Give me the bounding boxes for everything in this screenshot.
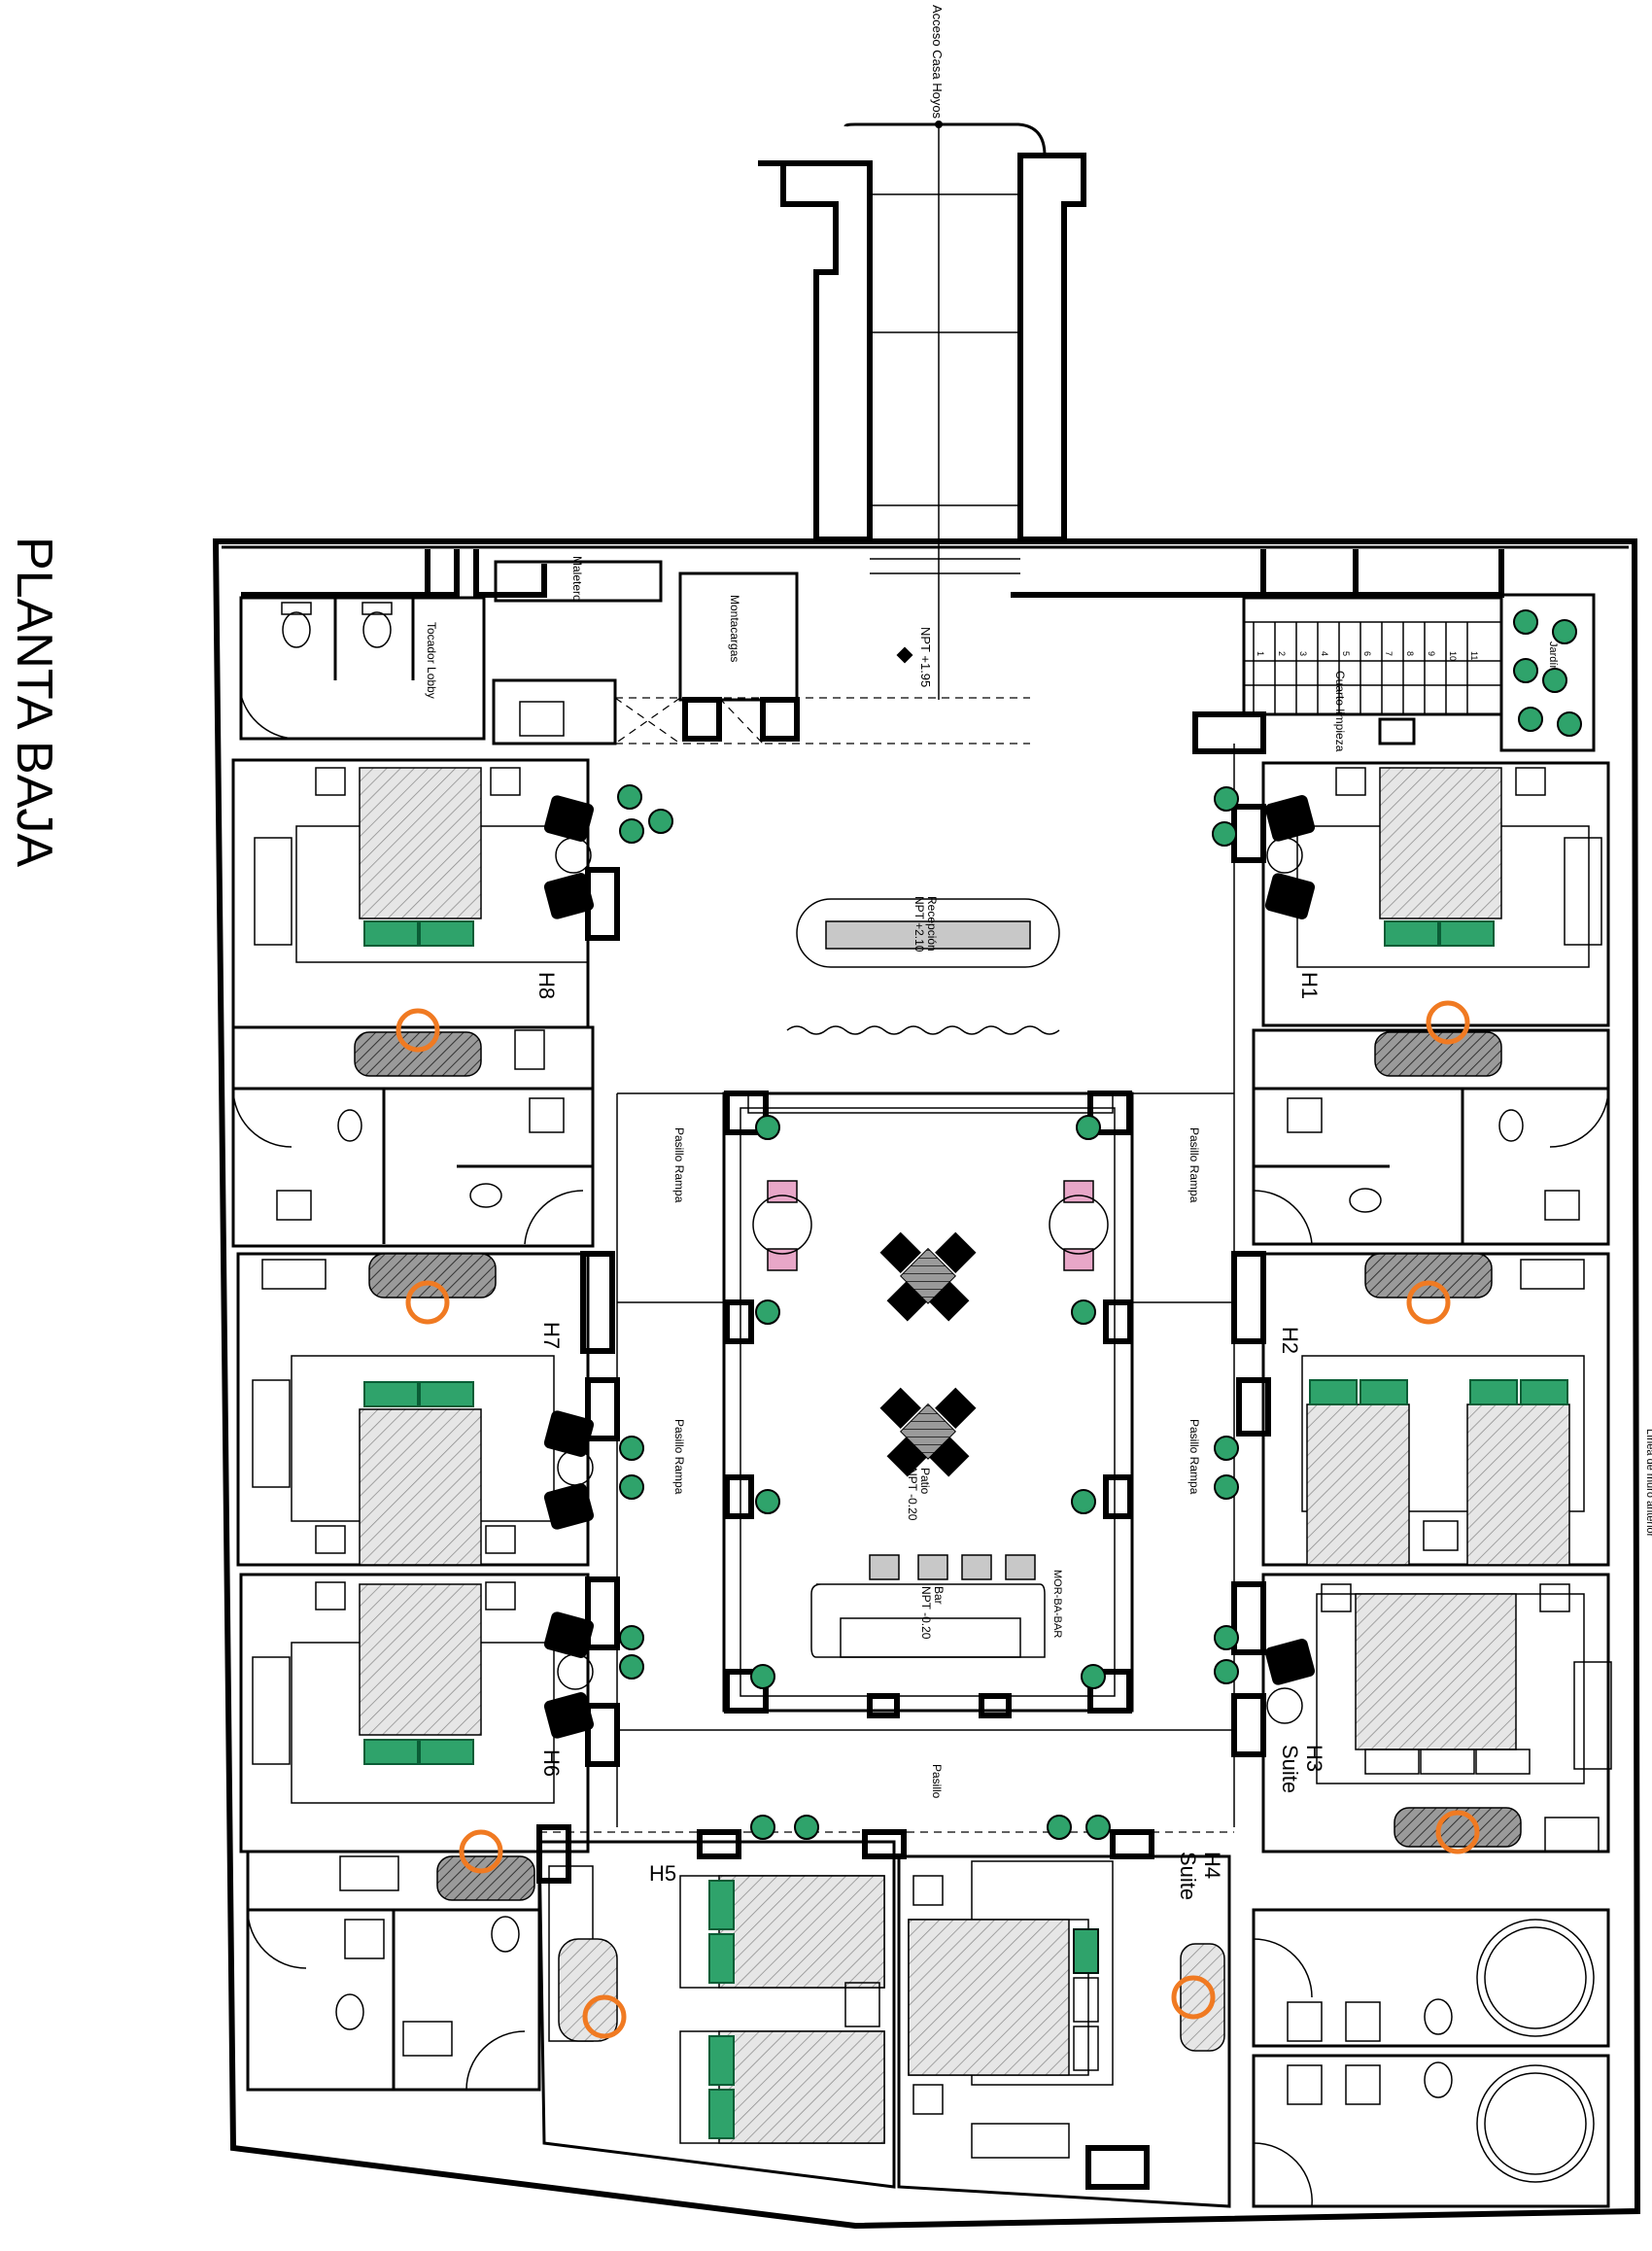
plant-icon <box>1557 711 1582 737</box>
garden-label: Jardín <box>1547 641 1559 672</box>
plant-icon <box>1214 1474 1239 1500</box>
plant-icon <box>1214 1659 1239 1684</box>
cleaning-label: Cuarto limpieza <box>1333 671 1347 752</box>
plant-icon <box>1071 1489 1096 1514</box>
room-h5: H5 <box>537 1829 907 2189</box>
plant-icon <box>1085 1815 1111 1840</box>
plant-icon <box>1214 1436 1239 1461</box>
plant-icon <box>648 809 673 834</box>
plant-icon <box>1513 609 1538 635</box>
ramp-hall-left-2: Pasillo Rampa <box>672 1419 686 1495</box>
stair: 1 2 3 4 5 6 7 8 9 10 11 Cuarto limpieza <box>1192 596 1503 754</box>
plant-icon <box>1513 658 1538 683</box>
room-h6-label: H6 <box>539 1749 564 1777</box>
room-h3-sub: Suite <box>1278 1745 1302 1793</box>
valet-room: Maletero <box>492 556 663 745</box>
garden: Jardín <box>1499 593 1596 752</box>
room-h3-suite: H3 Suite <box>1231 1573 1612 1854</box>
room-h7-label: H7 <box>539 1322 564 1349</box>
plant-icon <box>1212 821 1237 847</box>
room-h7: H7 <box>236 1251 620 1567</box>
freight-lift: Montacargas <box>614 571 1030 745</box>
plant-icon <box>1071 1299 1096 1325</box>
room-h2: H2 <box>1231 1251 1610 1567</box>
plant-icon <box>617 784 642 810</box>
plant-icon <box>619 818 644 844</box>
room-h1: H1 <box>1231 761 1610 1027</box>
freight-lift-label: Montacargas <box>728 595 741 662</box>
room-h3-label: H3 <box>1302 1745 1326 1772</box>
plant-icon <box>1076 1115 1101 1140</box>
plant-icon <box>1214 1625 1239 1650</box>
reception: Recepción NPT +2.10 <box>786 896 1060 1035</box>
bath-h6 <box>246 1824 571 2092</box>
plants <box>617 609 1582 1840</box>
reception-label: Recepción <box>925 896 939 952</box>
entrance-corridor: Acceso Casa Hoyos NPT +1.95 <box>758 5 1086 700</box>
lobby-toilets: Tocador Lobby <box>239 596 486 741</box>
plan-title: PLANTA BAJA <box>6 537 62 867</box>
room-h8: H8 <box>231 758 620 1029</box>
entry-level: NPT +1.95 <box>918 627 933 687</box>
plant-icon <box>794 1815 819 1840</box>
lobby-toilet-label: Tocador Lobby <box>425 622 438 699</box>
room-h1-label: H1 <box>1297 972 1322 999</box>
wall-note: Línea de muro anterior <box>1644 1429 1652 1538</box>
stair-step-number: 2 <box>1277 651 1287 656</box>
plant-icon <box>619 1436 644 1461</box>
stair-step-number: 8 <box>1405 651 1415 656</box>
stair-step-number: 4 <box>1320 651 1329 656</box>
bar-level: NPT -0.20 <box>919 1586 933 1640</box>
plant-icon <box>1047 1815 1072 1840</box>
ramp-hall-left-1: Pasillo Rampa <box>672 1127 686 1203</box>
stair-step-number: 10 <box>1448 651 1458 661</box>
ramp-hall-right-1: Pasillo Rampa <box>1187 1127 1201 1203</box>
plant-icon <box>1552 619 1577 644</box>
patio: Patio NPT -0.20 Bar NPT -0.20 MOR-BA-BAR <box>722 1091 1134 1718</box>
room-h4-sub: Suite <box>1176 1852 1200 1900</box>
stair-step-number: 3 <box>1298 651 1308 656</box>
room-h4-suite: H4 Suite <box>897 1829 1231 2208</box>
ramp-hall-right-2: Pasillo Rampa <box>1187 1419 1201 1495</box>
plant-icon <box>750 1664 775 1689</box>
plant-icon <box>1214 786 1239 812</box>
plant-icon <box>1542 668 1567 693</box>
bath-h1 <box>1252 1000 1610 1246</box>
plant-icon <box>1081 1664 1106 1689</box>
stair-step-number: 7 <box>1384 651 1394 656</box>
plant-icon <box>619 1654 644 1680</box>
plant-icon <box>619 1625 644 1650</box>
bath-h8 <box>231 1008 595 1248</box>
patio-level: NPT -0.20 <box>906 1468 919 1521</box>
plant-icon <box>619 1474 644 1500</box>
access-label: Acceso Casa Hoyos <box>930 5 945 120</box>
stair-step-number: 9 <box>1427 651 1436 656</box>
stair-step-number: 5 <box>1341 651 1351 656</box>
stair-step-number: 11 <box>1469 651 1479 660</box>
bar-brand: MOR-BA-BAR <box>1051 1570 1063 1638</box>
room-h5-label: H5 <box>649 1861 676 1886</box>
room-h8-label: H8 <box>534 972 559 999</box>
room-h2-label: H2 <box>1278 1327 1302 1354</box>
valet-label: Maletero <box>570 556 584 602</box>
plant-icon <box>755 1115 780 1140</box>
plant-icon <box>755 1489 780 1514</box>
bar-label: Bar <box>932 1586 946 1605</box>
plant-icon <box>750 1815 775 1840</box>
patio-label: Patio <box>918 1468 932 1495</box>
building-envelope <box>212 538 1641 2230</box>
hall-label: Pasillo <box>930 1764 944 1799</box>
room-h6: H6 <box>239 1573 620 1853</box>
right-baths: Línea de muro anterior <box>1252 1429 1652 2208</box>
stair-step-number: 6 <box>1362 651 1372 656</box>
room-h4-label: H4 <box>1200 1852 1224 1879</box>
plant-icon <box>755 1299 780 1325</box>
stair-step-number: 1 <box>1256 651 1265 656</box>
reception-level: NPT +2.10 <box>912 896 926 952</box>
plant-icon <box>1518 707 1543 732</box>
